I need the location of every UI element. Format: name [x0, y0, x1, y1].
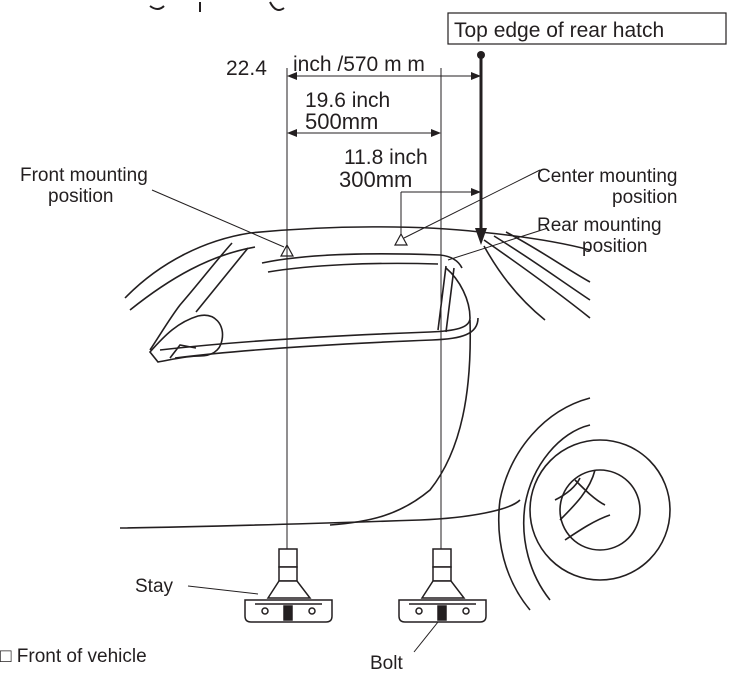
- rear-hatch-seam: [483, 239, 591, 319]
- dim-500-mm: 500mm: [305, 109, 378, 134]
- reference-lines: [286, 68, 442, 560]
- hatch-label-box: [447, 12, 727, 45]
- side-mirror-base: [169, 344, 197, 359]
- bolt-label: Bolt: [370, 653, 403, 674]
- window-bottom-inner: [174, 317, 479, 359]
- window-rear-edge: [437, 265, 447, 331]
- rear-door-edge: [329, 319, 472, 526]
- dim-500-inch: 19.6 inch: [305, 89, 390, 112]
- rear-quarter: [483, 245, 546, 321]
- hatch-reference-arrow: [475, 51, 487, 245]
- window-rear-edge-2: [445, 267, 455, 333]
- stay-label: Stay: [135, 576, 174, 597]
- rear-hatch-seam-2: [493, 235, 591, 301]
- wheel-spoke-4: [554, 477, 581, 501]
- center-mount-marker: [393, 232, 409, 246]
- roof-line: [124, 226, 591, 299]
- rear-mount-label-line2: position: [582, 236, 648, 257]
- roof-line-inner: [129, 246, 256, 311]
- rear-hatch-seam-3: [505, 231, 591, 283]
- rear-mount-leader: [447, 227, 549, 261]
- dim-570-unit: inch /570 m m: [293, 53, 425, 76]
- wheel-spoke-1: [559, 469, 596, 521]
- window-top-inner: [267, 262, 439, 273]
- front-stay-bracket: [244, 548, 333, 623]
- front-mount-leader: [151, 189, 285, 248]
- rear-stay-bracket: [398, 548, 487, 623]
- center-mount-leader: [403, 169, 541, 239]
- front-mount-label-line2: position: [48, 186, 114, 207]
- stay-leader: [187, 585, 259, 595]
- leader-lines: [151, 169, 549, 653]
- front-mount-label-line1: Front mounting: [20, 165, 148, 186]
- mount-markers: [279, 232, 409, 257]
- side-mirror: [148, 314, 224, 363]
- center-mount-label-line1: Center mounting: [537, 166, 677, 187]
- wheel-spoke-2: [564, 514, 611, 541]
- front-of-vehicle-label: □ Front of vehicle: [0, 646, 147, 667]
- bolt-leader: [413, 621, 439, 653]
- rear-mount-label-line1: Rear mounting: [537, 215, 662, 236]
- wheel-arch: [497, 397, 591, 611]
- side-sill: [119, 499, 521, 529]
- vehicle-body: [119, 226, 671, 611]
- dim-300-inch: 11.8 inch: [344, 146, 428, 169]
- center-mount-label-line2: position: [612, 187, 678, 208]
- wheel-arch-inner: [522, 424, 591, 601]
- wheel-rim: [529, 439, 671, 581]
- dim-570-value: 22.4: [226, 57, 267, 80]
- window-top: [261, 253, 463, 269]
- wheel-hub: [559, 469, 641, 551]
- heading-fragment: [149, 1, 285, 12]
- a-pillar: [149, 242, 233, 351]
- hatch-label: Top edge of rear hatch: [454, 19, 664, 42]
- dim-300-mm: 300mm: [339, 167, 412, 192]
- window-bottom: [159, 267, 471, 351]
- a-pillar-inner: [195, 247, 249, 313]
- dimension-arrows: [287, 72, 481, 196]
